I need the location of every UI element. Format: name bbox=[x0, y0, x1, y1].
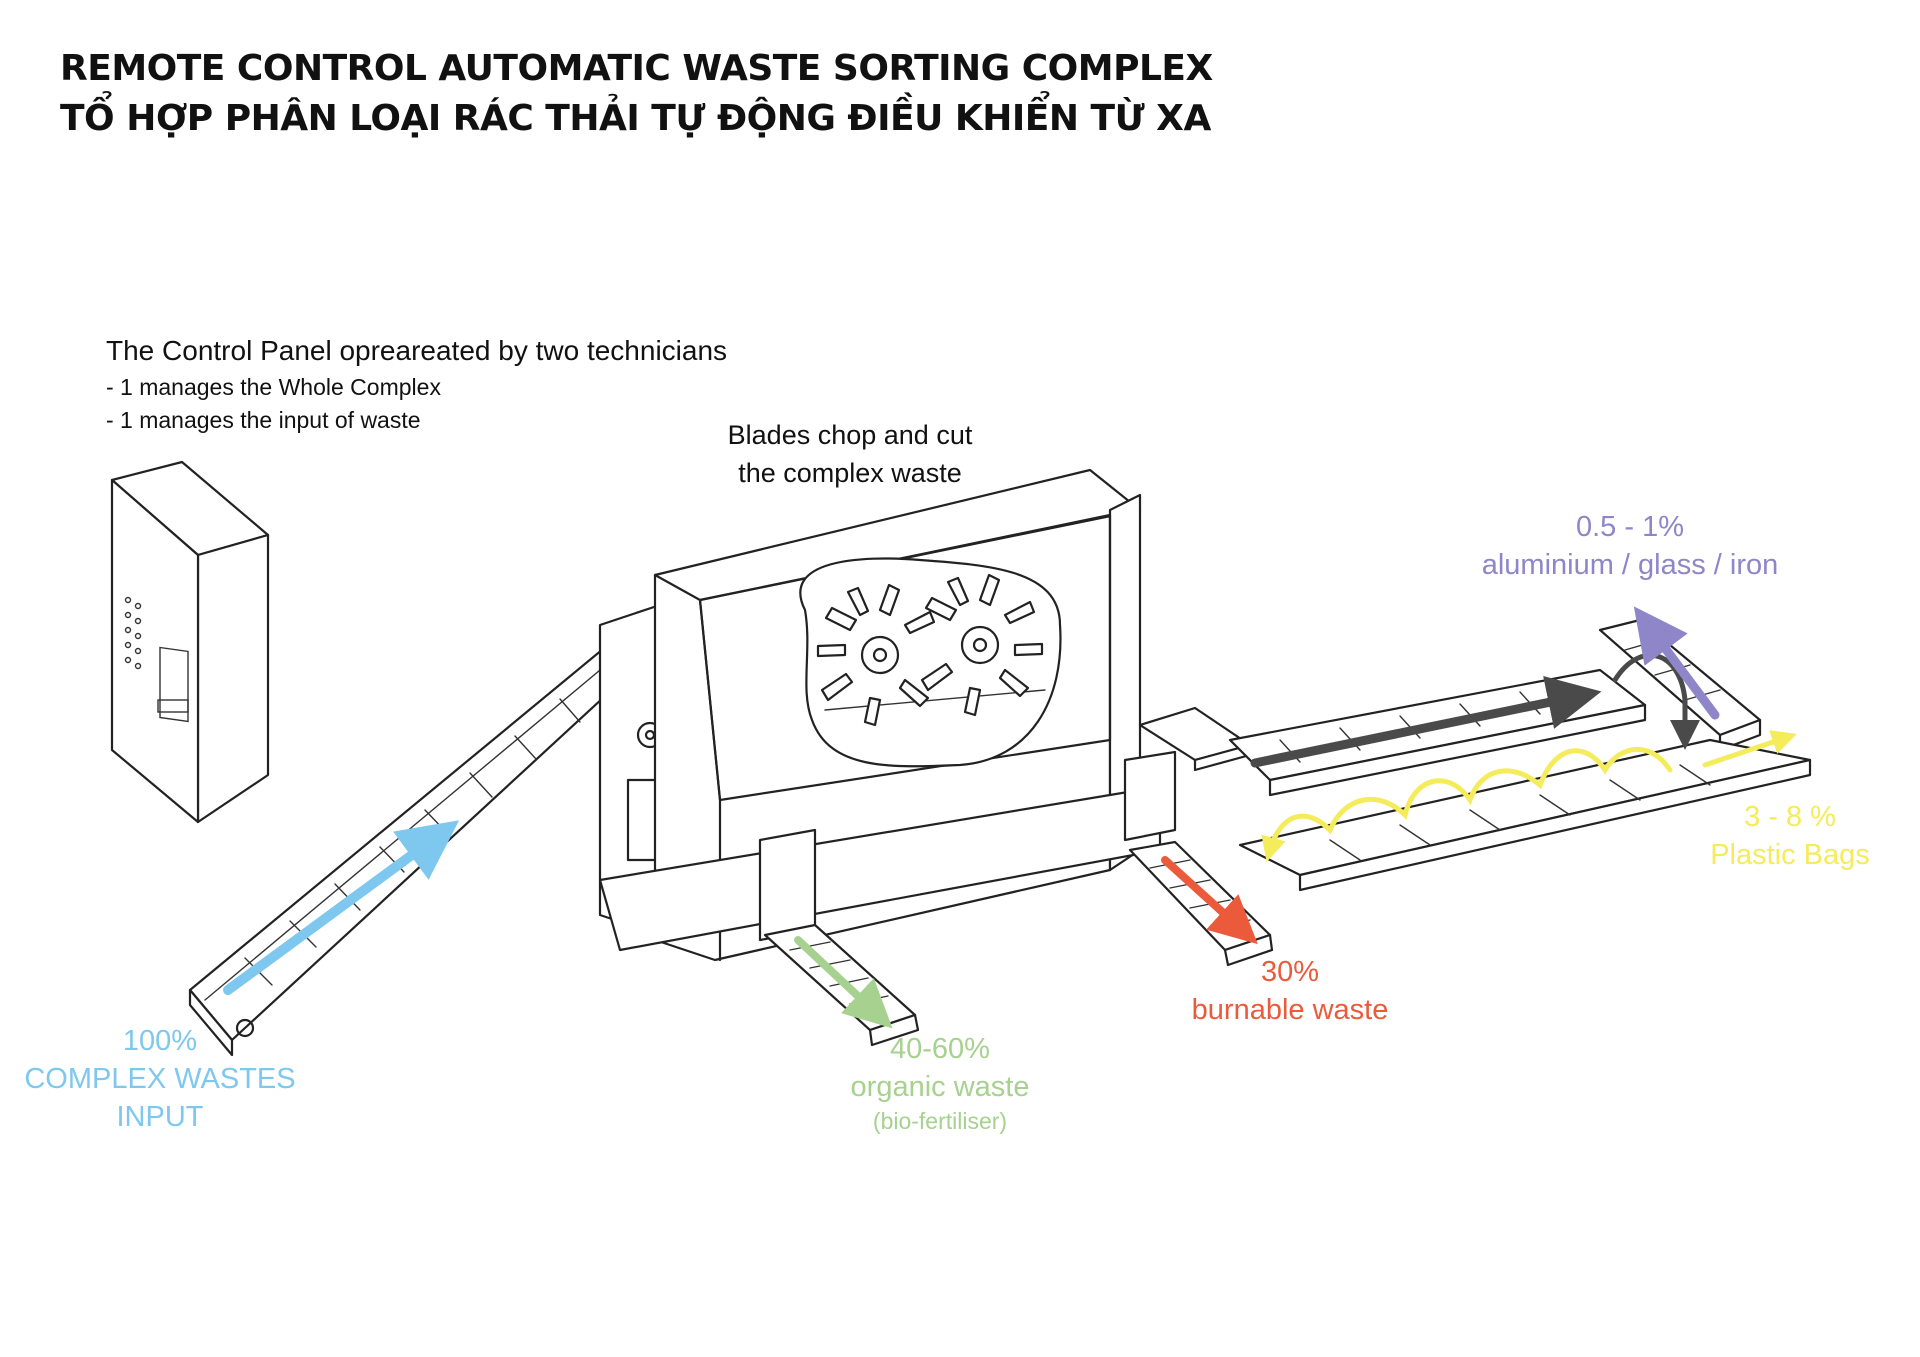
connector-ramp bbox=[1138, 706, 1252, 772]
plastic-name: Plastic Bags bbox=[1710, 839, 1870, 871]
blade-rotor-left bbox=[816, 583, 936, 727]
input-percent: 100% bbox=[122, 1025, 198, 1057]
shredder-machine bbox=[598, 468, 1177, 962]
input-flow-arrow bbox=[223, 820, 460, 995]
input-label: 100% COMPLEX WASTES INPUT bbox=[10, 1022, 310, 1136]
input-name: COMPLEX WASTES bbox=[24, 1063, 296, 1095]
plastic-percent: 3 - 8 % bbox=[1744, 801, 1836, 833]
title-vietnamese: TỔ HỢP PHÂN LOẠI RÁC THẢI TỰ ĐỘNG ĐIỀU K… bbox=[60, 98, 1211, 139]
blade-rotor-right bbox=[920, 573, 1044, 717]
plastic-conveyor bbox=[1238, 738, 1812, 892]
burnable-chute bbox=[1128, 840, 1274, 967]
control-panel-heading: The Control Panel opreareated by two tec… bbox=[106, 335, 728, 366]
input-name-line2: INPUT bbox=[116, 1101, 204, 1133]
burnable-percent: 30% bbox=[1260, 956, 1320, 988]
title-english: REMOTE CONTROL AUTOMATIC WASTE SORTING C… bbox=[60, 48, 1213, 89]
organic-percent: 40-60% bbox=[890, 1033, 990, 1065]
plastic-flow-arrow-right bbox=[1702, 730, 1797, 768]
control-panel-item: - 1 manages the input of waste bbox=[106, 407, 421, 433]
burnable-label: 30% burnable waste bbox=[1140, 953, 1440, 1029]
control-panel-item: - 1 manages the Whole Complex bbox=[106, 374, 441, 400]
metal-label: 0.5 - 1% aluminium / glass / iron bbox=[1440, 508, 1820, 584]
control-panel-buttons bbox=[124, 596, 142, 670]
metal-name: aluminium / glass / iron bbox=[1481, 549, 1779, 581]
burnable-name: burnable waste bbox=[1191, 994, 1389, 1026]
organic-label: 40-60% organic waste (bio-fertiliser) bbox=[790, 1030, 1090, 1136]
organic-note: (bio-fertiliser) bbox=[872, 1108, 1008, 1134]
blades-caption: Blades chop and cut the complex waste bbox=[700, 416, 1000, 492]
metal-percent: 0.5 - 1% bbox=[1576, 511, 1684, 543]
burnable-flow-arrow bbox=[1161, 856, 1258, 945]
metal-flow-arrow bbox=[1633, 606, 1720, 720]
plastic-label: 3 - 8 % Plastic Bags bbox=[1660, 798, 1920, 874]
control-panel-cabinet bbox=[110, 460, 270, 824]
blades-caption-line2: the complex waste bbox=[738, 458, 962, 488]
conveyor-flow-arrow bbox=[1250, 676, 1602, 768]
plastic-flow-arrow-left bbox=[1261, 746, 1673, 863]
blade-chamber bbox=[799, 557, 1062, 768]
organic-name: organic waste bbox=[850, 1071, 1030, 1103]
blades-caption-line1: Blades chop and cut bbox=[727, 420, 973, 450]
organic-flow-arrow bbox=[794, 936, 893, 1029]
